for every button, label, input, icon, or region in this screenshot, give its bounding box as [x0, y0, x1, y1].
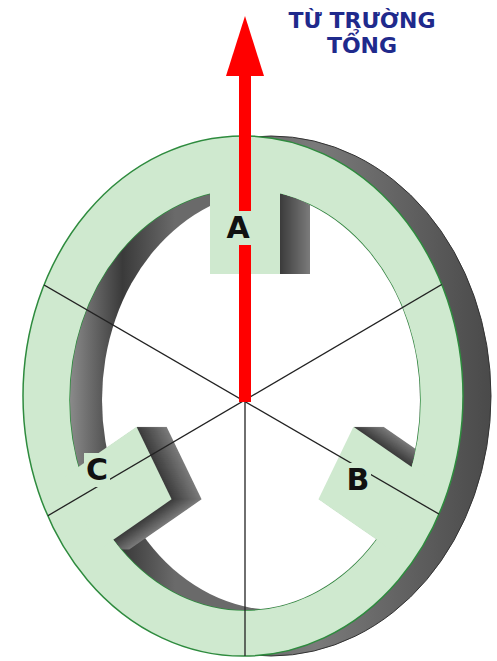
field-arrow-head — [226, 16, 264, 76]
field-label: TỪ TRƯỜNG TỔNG — [285, 8, 439, 59]
phase-label: C — [84, 453, 110, 488]
phase-label: B — [345, 463, 372, 498]
pole-face — [318, 427, 426, 550]
axis-line — [244, 400, 245, 661]
pole-side — [319, 427, 427, 550]
pole-face — [64, 427, 172, 550]
pole-side — [65, 427, 173, 550]
phase-label: A — [224, 211, 251, 246]
pole-sides — [65, 173, 456, 550]
